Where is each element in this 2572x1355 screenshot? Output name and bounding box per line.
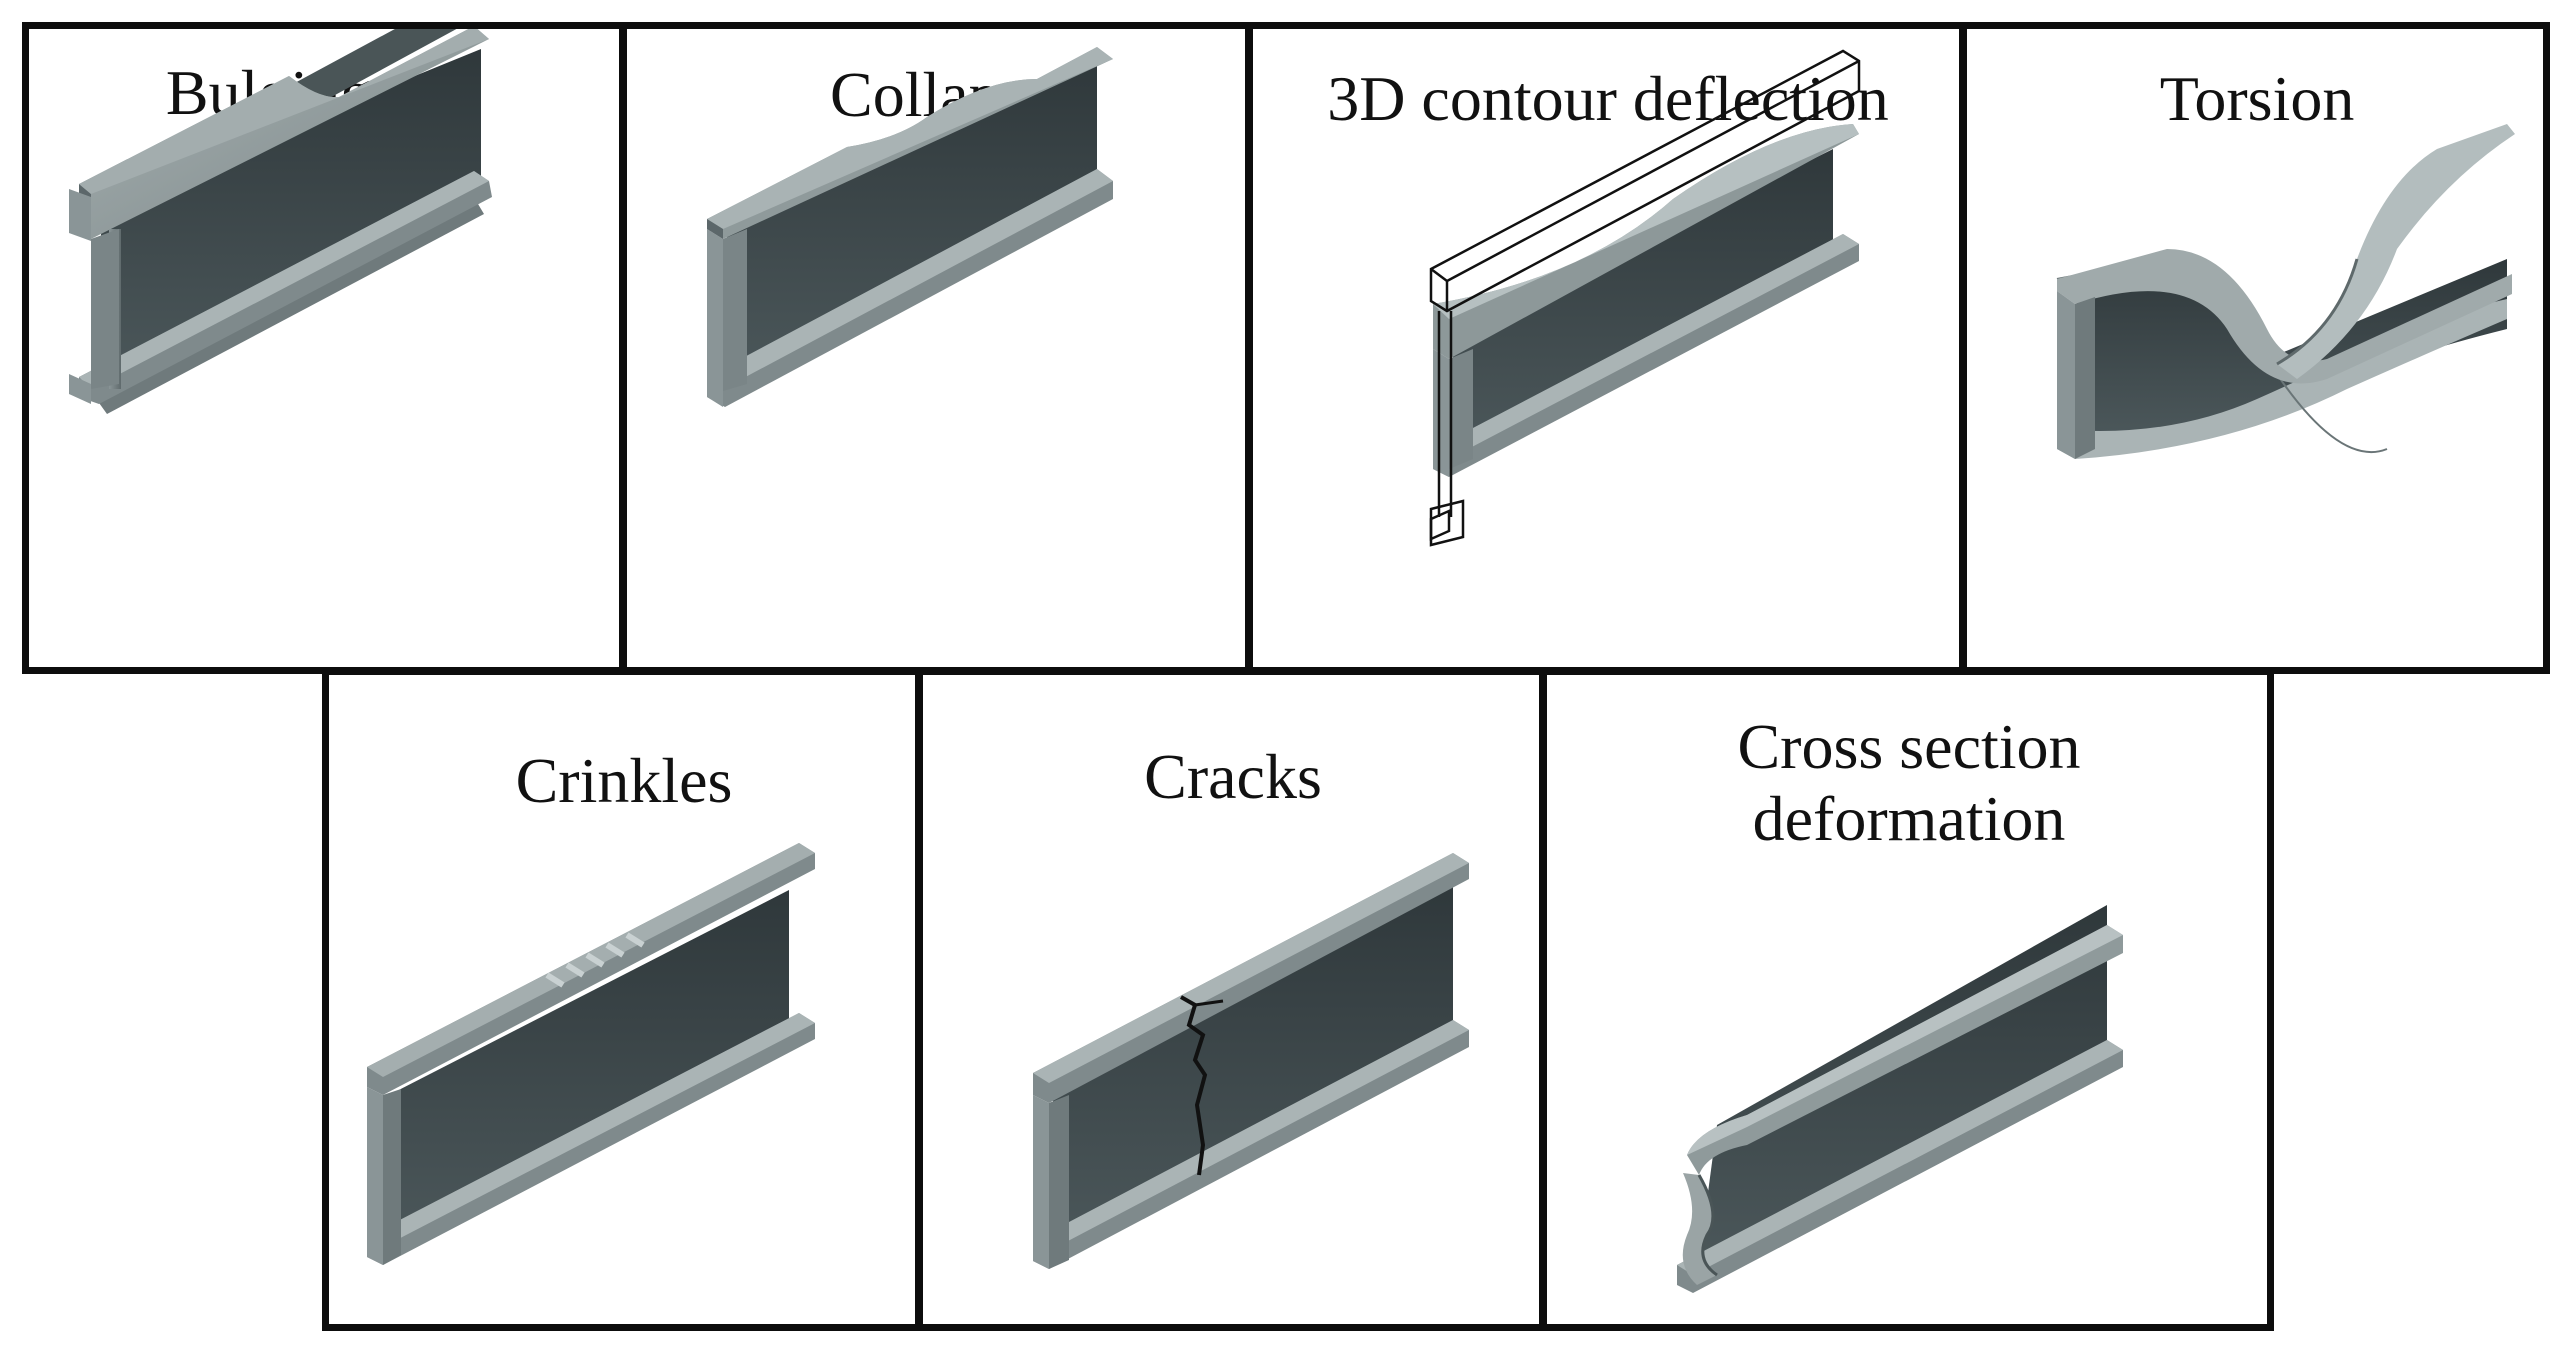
panel-bulging: Bulging <box>22 22 626 674</box>
panel-title-line-2: deformation <box>1752 783 2066 854</box>
i-beam-cross-section-icon <box>1677 905 2123 1293</box>
panel-crinkles: Crinkles <box>322 668 922 1331</box>
i-beam-bulging-icon <box>69 29 492 414</box>
panel-3d-contour-deflection: 3D contour deflection <box>1246 22 1966 674</box>
i-beam-collapse-icon <box>707 47 1113 407</box>
panel-collapse: Collapse <box>620 22 1252 674</box>
i-beam-crinkles-icon <box>367 843 815 1265</box>
panel-title: Cross section deformation <box>1547 711 2271 855</box>
panel-title: Crinkles <box>515 745 733 816</box>
panel-title: Torsion <box>2159 63 2355 134</box>
i-beam-torsion-icon <box>2056 124 2515 459</box>
panel-title-line-1: Cross section <box>1737 711 2081 782</box>
panel-title: Cracks <box>1144 741 1322 812</box>
i-beam-contour-outline-icon <box>1429 49 1861 547</box>
panel-cracks: Cracks <box>916 668 1546 1331</box>
panel-title: 3D contour deflection <box>1327 63 1889 134</box>
panel-torsion: Torsion <box>1960 22 2550 674</box>
i-beam-crack-icon <box>1033 853 1469 1269</box>
panel-cross-section-deformation: Cross section deformation <box>1540 668 2274 1331</box>
